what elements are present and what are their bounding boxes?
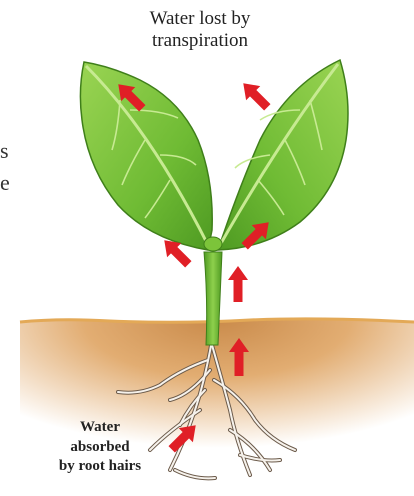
absorption-label-line3: by root hairs bbox=[36, 457, 164, 477]
leaf-bud bbox=[204, 237, 222, 251]
arrow-stem-upper bbox=[228, 266, 248, 302]
left-leaf bbox=[80, 62, 212, 250]
transpiration-label: Water lost by transpiration bbox=[105, 8, 295, 52]
transpiration-label-line2: transpiration bbox=[105, 30, 295, 52]
transpiration-label-line1: Water lost by bbox=[105, 8, 295, 30]
absorption-label-line1: Water bbox=[36, 418, 164, 438]
edge-text-fragment-1: s bbox=[0, 140, 9, 162]
arrow-leaf-right bbox=[236, 76, 274, 114]
absorption-label: Water absorbed by root hairs bbox=[36, 418, 164, 477]
right-leaf bbox=[218, 60, 348, 250]
edge-text-fragment-2: e bbox=[0, 172, 10, 194]
absorption-label-line2: absorbed bbox=[36, 438, 164, 458]
